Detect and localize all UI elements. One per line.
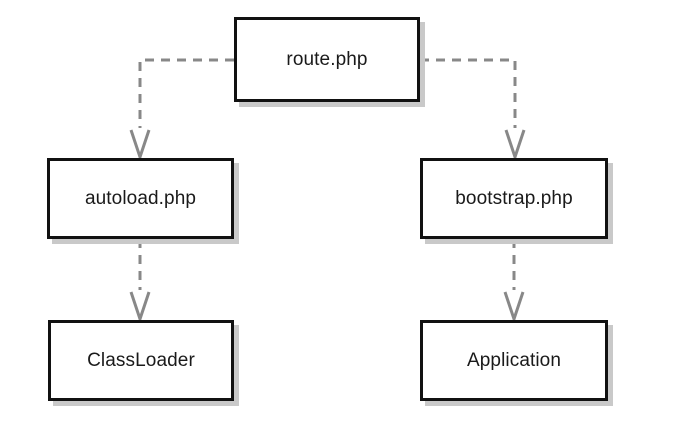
edge-route-to-autoload <box>129 58 234 162</box>
node-bootstrap-php[interactable]: bootstrap.php <box>420 158 608 239</box>
node-route-php[interactable]: route.php <box>234 17 420 102</box>
node-autoload-php[interactable]: autoload.php <box>47 158 234 239</box>
node-label: autoload.php <box>84 188 197 209</box>
node-label: Application <box>466 350 562 371</box>
edge-bootstrap-to-application <box>503 239 525 324</box>
node-label: ClassLoader <box>87 350 195 371</box>
node-classloader[interactable]: ClassLoader <box>48 320 234 401</box>
node-label: route.php <box>286 49 368 70</box>
edge-route-to-bootstrap <box>420 58 526 162</box>
edge-autoload-to-classloader <box>129 239 151 324</box>
node-application[interactable]: Application <box>420 320 608 401</box>
node-label: bootstrap.php <box>455 188 573 209</box>
